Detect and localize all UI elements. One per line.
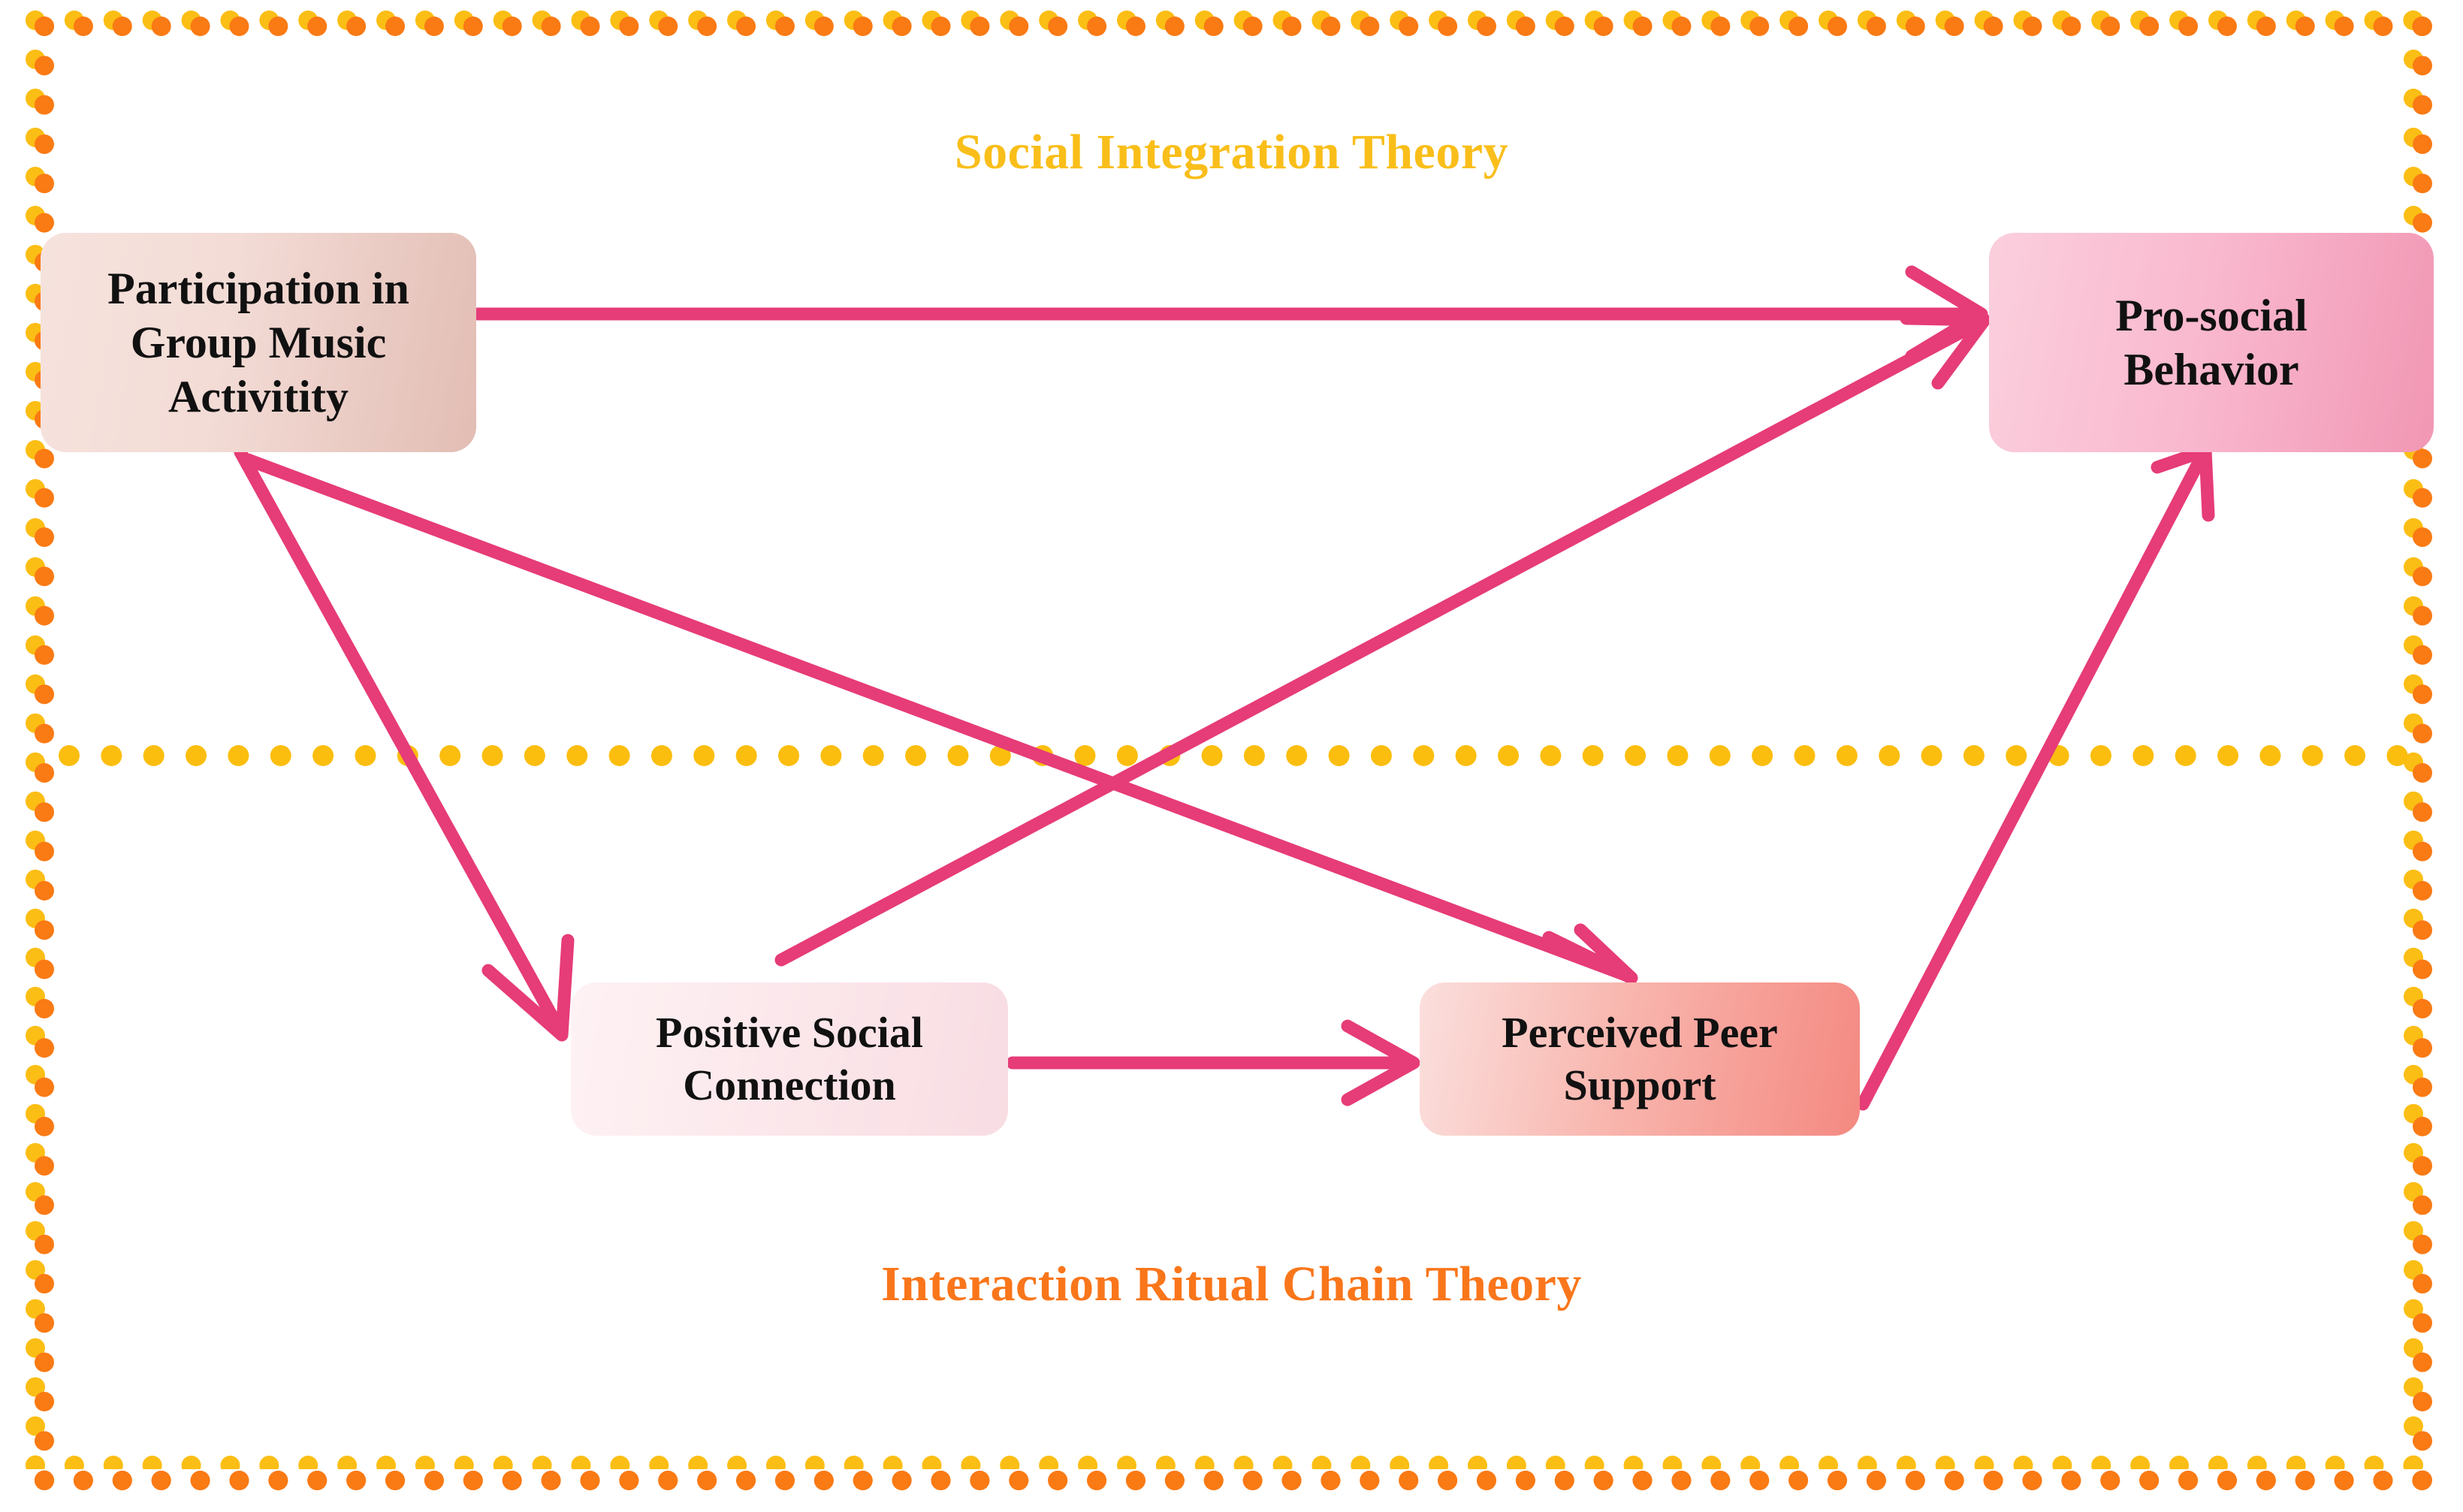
node-label-line: Pro-social: [2115, 291, 2308, 340]
node-perceived-peer-support[interactable]: Perceived Peer Support: [1420, 982, 1860, 1136]
node-positive-social-connection[interactable]: Positive Social Connection: [571, 982, 1008, 1136]
node-label-line: Participation in: [107, 264, 409, 313]
band-label-interaction-ritual-chain-theory: Interaction Ritual Chain Theory: [881, 1257, 1582, 1311]
band-label-social-integration-theory: Social Integration Theory: [954, 125, 1509, 180]
edge-participation-to-connection: [234, 445, 575, 1042]
node-label-line: Connection: [683, 1061, 896, 1109]
edge-support-to-prosocial: [1856, 444, 2215, 1111]
node-participation-in-group-music-activity[interactable]: Participation in Group Music Activitity: [41, 233, 476, 452]
theory-band-divider: [59, 745, 2408, 766]
edge-connection-to-support: [1006, 1019, 1420, 1106]
node-label-line: Support: [1563, 1061, 1716, 1109]
node-label-line: Positive Social: [655, 1008, 923, 1058]
node-label-line: Behavior: [2123, 345, 2299, 394]
node-pro-social-behavior[interactable]: Pro-social Behavior: [1989, 233, 2434, 452]
node-label-line: Group Music: [130, 318, 387, 367]
node-label-line: Activitity: [168, 372, 349, 421]
edge-participation-to-support: [241, 453, 1638, 985]
node-label-line: Perceived Peer: [1502, 1008, 1778, 1058]
outer-frame-bottom-edge: [35, 1471, 2432, 1490]
edge-connection-to-prosocial: [774, 312, 1991, 967]
edge-participation-to-prosocial: [471, 265, 1988, 363]
